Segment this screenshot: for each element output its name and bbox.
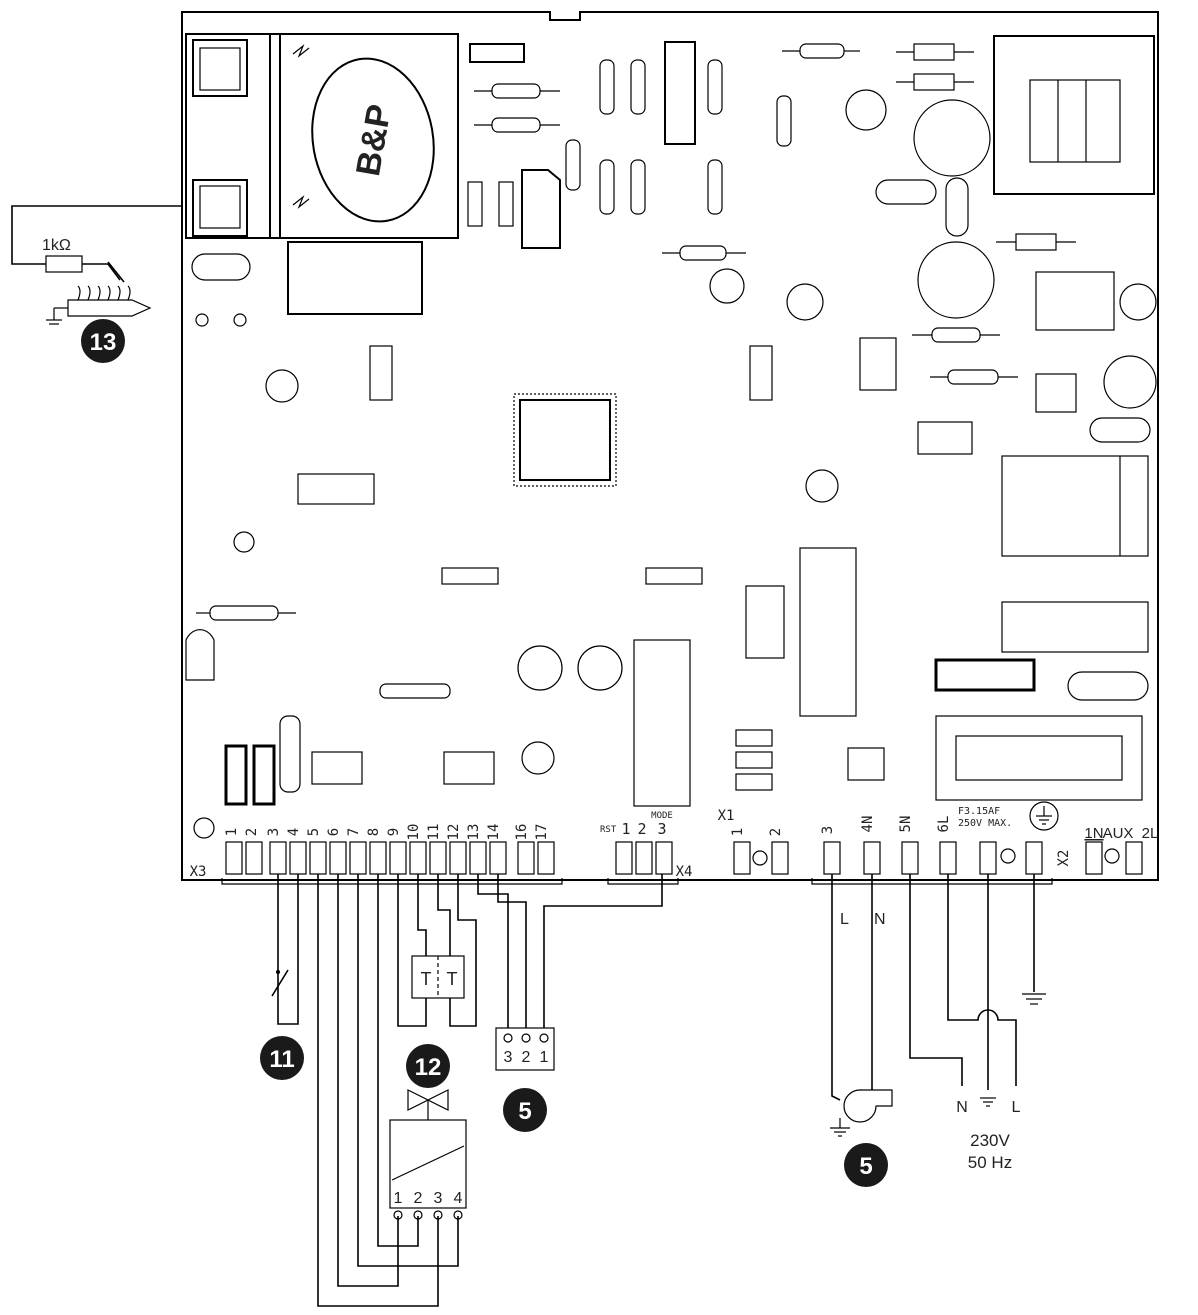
x3-terminal-label-11: 11 <box>426 824 442 841</box>
x2-terminal-label-1n: 1N <box>1084 825 1103 842</box>
connector-pin-1: 1 <box>540 1049 549 1066</box>
ignition-circuit: 1kΩ <box>11 205 182 325</box>
resistor-label: 1kΩ <box>42 237 71 254</box>
room-switch-circuit <box>271 874 299 1025</box>
thermostat-t-left: T <box>421 969 432 989</box>
x3-strip-label: X3 <box>190 864 207 880</box>
mains-circuit: N L 230V 50 Hz <box>909 874 1046 1172</box>
mode-label: MODE <box>651 811 673 821</box>
fan-circuit: L N <box>830 874 893 1137</box>
thermostat-t-right: T <box>447 969 458 989</box>
valve-pin-4: 4 <box>454 1190 463 1207</box>
fuse-label-1: F3.15AF <box>958 806 1000 817</box>
x3-terminal-label-12: 12 <box>446 824 462 841</box>
power-terminal-label-3: 3 <box>820 826 836 834</box>
x3-terminal-label-3: 3 <box>266 828 282 836</box>
x3-terminal-label-2: 2 <box>244 828 260 836</box>
x1-strip-label: X1 <box>718 808 735 824</box>
badge-fan: 5 <box>844 1143 888 1187</box>
badge-valve: 12 <box>406 1044 450 1088</box>
rst-label: RST <box>600 825 617 835</box>
x4-strip-label: X4 <box>676 864 693 880</box>
fuse-label-2: 250V MAX. <box>958 818 1012 829</box>
x3-terminal-label-17: 17 <box>534 824 550 841</box>
badge-ignition: 13 <box>81 319 125 363</box>
svg-text:12: 12 <box>415 1054 442 1081</box>
thermostat-block: T T <box>397 874 477 1027</box>
x1-terminal-label-1: 1 <box>730 828 746 836</box>
x3-terminal-label-6: 6 <box>326 828 342 836</box>
components-middle <box>191 253 1149 801</box>
x3-terminal-label-4: 4 <box>286 828 302 836</box>
x4-terminal-label-2: 2 <box>637 820 646 838</box>
valve-pin-2: 2 <box>414 1190 423 1207</box>
badge-pump-low: 5 <box>503 1088 547 1132</box>
x3-terminal-label-7: 7 <box>346 828 362 836</box>
x3-terminal-label-16: 16 <box>514 824 530 841</box>
x4-terminal-label-3: 3 <box>657 820 666 838</box>
power-terminal-label-5n: 5N <box>898 816 914 833</box>
x3-terminal-label-9: 9 <box>386 828 402 836</box>
x2-terminal-label-2l: 2L <box>1142 825 1159 842</box>
x3-terminal-label-1: 1 <box>224 828 240 836</box>
x4-terminal-label-1: 1 <box>621 820 630 838</box>
svg-text:5: 5 <box>518 1098 531 1125</box>
board-earth-icon <box>1022 993 1046 1005</box>
power-terminal-label-4n: 4N <box>860 816 876 833</box>
svg-text:11: 11 <box>269 1046 294 1073</box>
fan-wire-l-label: L <box>840 911 849 928</box>
svg-text:13: 13 <box>90 329 117 356</box>
x2-terminal-label-aux: AUX <box>1103 825 1134 842</box>
power-terminal-label-6l: 6L <box>936 816 952 833</box>
burner-electrode-icon <box>46 285 152 325</box>
x3-terminal-label-13: 13 <box>466 824 482 841</box>
x3-terminal-label-5: 5 <box>306 828 322 836</box>
x3-terminal-label-14: 14 <box>486 824 502 841</box>
x3-terminal-label-8: 8 <box>366 828 382 836</box>
mains-n-label: N <box>956 1099 968 1116</box>
microcontroller <box>513 393 617 487</box>
connector-321: 3 2 1 <box>477 874 663 1071</box>
badge-room-switch: 11 <box>260 1036 304 1080</box>
transformer-block: B&P <box>185 33 459 239</box>
mains-l-label: L <box>1012 1099 1021 1116</box>
x2-strip-label: X2 <box>1056 850 1072 867</box>
mains-earth-icon <box>980 1097 996 1107</box>
components-top <box>467 35 1157 557</box>
terminal-labels: 1 2 3 4 5 6 7 8 9 10 11 12 13 14 16 17 R… <box>190 806 1159 880</box>
x1-terminal-label-2: 2 <box>768 828 784 836</box>
fan-icon <box>830 1089 893 1137</box>
connector-pin-3: 3 <box>504 1049 513 1066</box>
fan-wire-n-label: N <box>874 911 886 928</box>
earth-icon-board <box>1029 801 1059 831</box>
connector-pin-2: 2 <box>522 1049 531 1066</box>
relay <box>287 241 423 315</box>
valve-pin-3: 3 <box>434 1190 443 1207</box>
svg-text:5: 5 <box>859 1153 872 1180</box>
components-lower <box>185 585 885 839</box>
valve-icon <box>407 1089 449 1120</box>
x3-terminal-label-10: 10 <box>406 824 422 841</box>
terminal-blocks <box>221 841 1143 885</box>
supply-voltage: 230V <box>970 1131 1010 1150</box>
valve-pin-1: 1 <box>394 1190 403 1207</box>
valve-circuit: 1 2 3 4 <box>317 874 467 1307</box>
supply-frequency: 50 Hz <box>968 1153 1012 1172</box>
